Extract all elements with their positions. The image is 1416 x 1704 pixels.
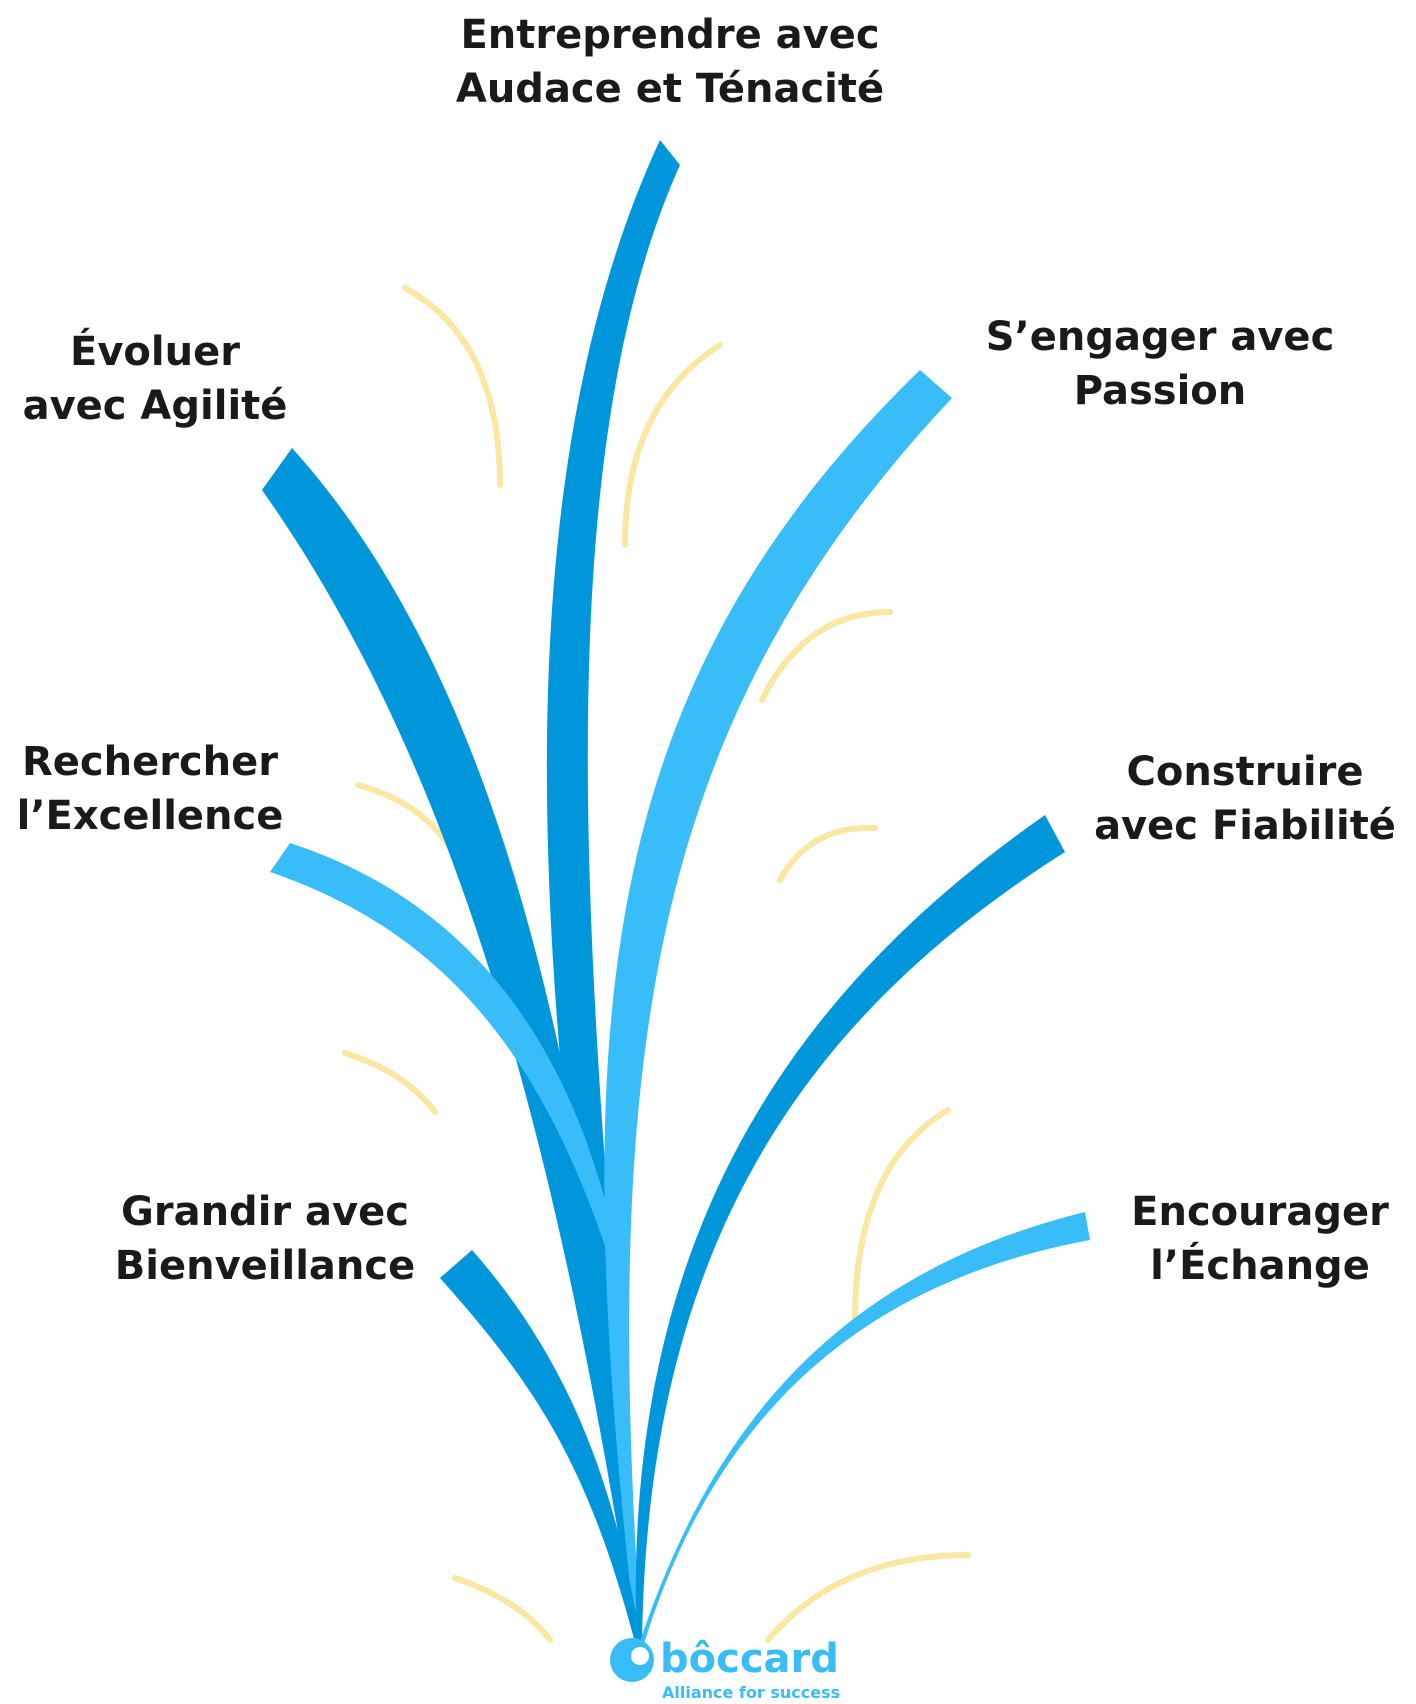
label-entreprendre: Entreprendre avec Audace et Ténacité — [455, 12, 885, 112]
label-grandir: Grandir avec Bienveillance — [114, 1189, 416, 1289]
decorative-arcs — [342, 285, 971, 1643]
label-construire: Construire avec Fiabilité — [1094, 749, 1396, 849]
branches — [262, 140, 1090, 1650]
decor-arc — [452, 1575, 553, 1643]
label-encourager: Encourager l’Échange — [1131, 1189, 1389, 1289]
decor-arc — [342, 1050, 438, 1115]
decor-arc — [777, 824, 878, 883]
logo-name: bôccard — [660, 1636, 839, 1682]
decor-arc — [355, 782, 451, 848]
decor-arc — [622, 342, 723, 548]
branch-sengager — [604, 370, 952, 1650]
branch-entreprendre — [546, 140, 680, 1650]
branch-grandir — [440, 1250, 642, 1650]
decor-arc — [402, 285, 503, 488]
logo-tagline: Alliance for success — [662, 1683, 840, 1702]
label-rechercher: Rechercher l’Excellence — [16, 739, 284, 839]
branch-construire — [635, 815, 1065, 1650]
boccard-logo: bôccard Alliance for success — [610, 1636, 840, 1702]
branch-encourager — [637, 1212, 1090, 1650]
decor-arc — [765, 1552, 971, 1643]
decor-arc — [759, 609, 893, 703]
branch-rechercher — [270, 843, 618, 1255]
label-sengager: S’engager avec Passion — [985, 314, 1335, 414]
decor-arc — [852, 1107, 951, 1323]
label-evoluer: Évoluer avec Agilité — [22, 329, 288, 429]
